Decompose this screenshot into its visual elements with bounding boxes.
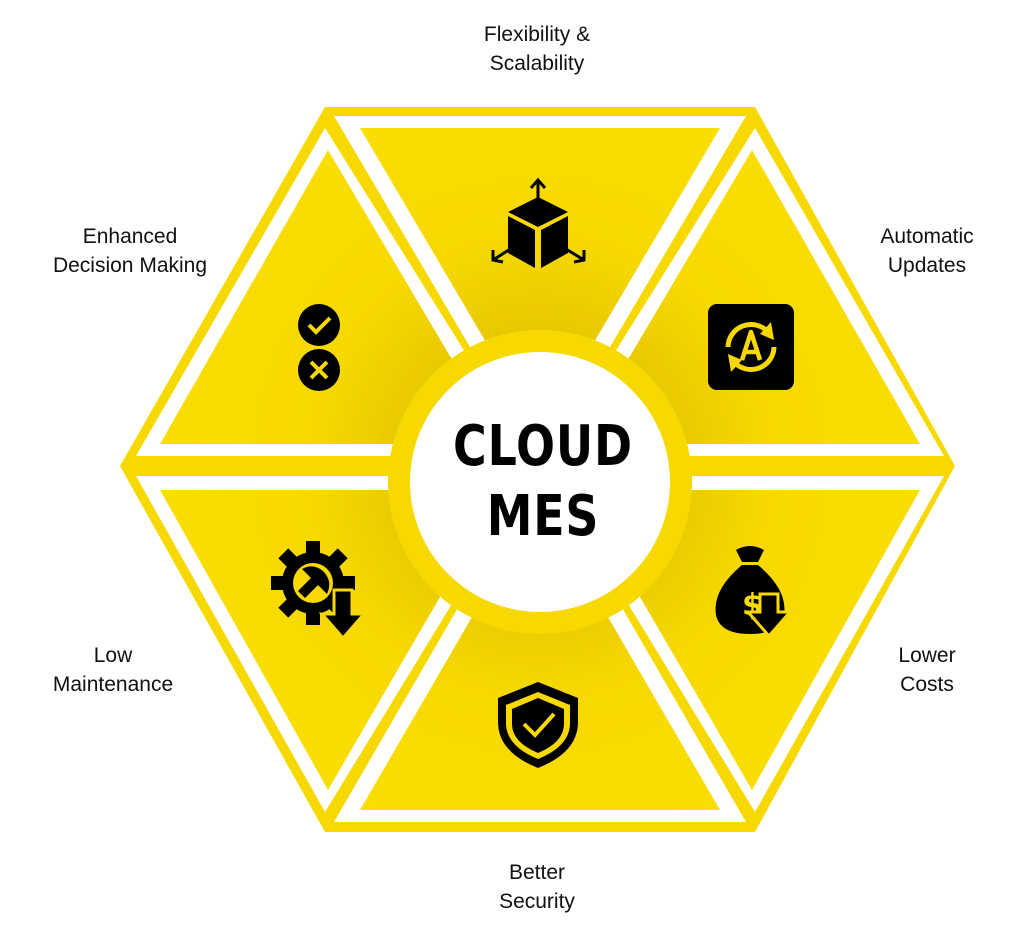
money-bag-down-icon: $ bbox=[715, 546, 794, 639]
center-disc bbox=[410, 352, 670, 612]
label-low-maintenance: Low Maintenance bbox=[52, 644, 174, 696]
label-flexibility-scalability: Flexibility & Scalability bbox=[483, 23, 591, 75]
segment-top-left bbox=[160, 150, 502, 444]
segment-top-right bbox=[578, 150, 920, 444]
shield-check-icon bbox=[498, 682, 578, 768]
center-title: CLOUD MES bbox=[436, 412, 651, 552]
segment-top bbox=[360, 128, 720, 434]
label-lower-costs: Lower Costs bbox=[898, 644, 956, 696]
cube-arrows-icon bbox=[491, 177, 586, 268]
segment-bottom bbox=[360, 500, 720, 810]
center-title-line2: MES bbox=[486, 484, 600, 549]
label-enhanced-decision-making: Enhanced Decision Making bbox=[52, 225, 208, 277]
label-automatic-updates: Automatic Updates bbox=[880, 225, 974, 277]
label-better-security: Better Security bbox=[499, 861, 575, 913]
center-title-line1: CLOUD bbox=[453, 414, 633, 479]
gear-wrench-down-icon bbox=[271, 541, 368, 641]
check-cross-icon bbox=[298, 304, 340, 391]
auto-update-icon bbox=[708, 304, 794, 390]
